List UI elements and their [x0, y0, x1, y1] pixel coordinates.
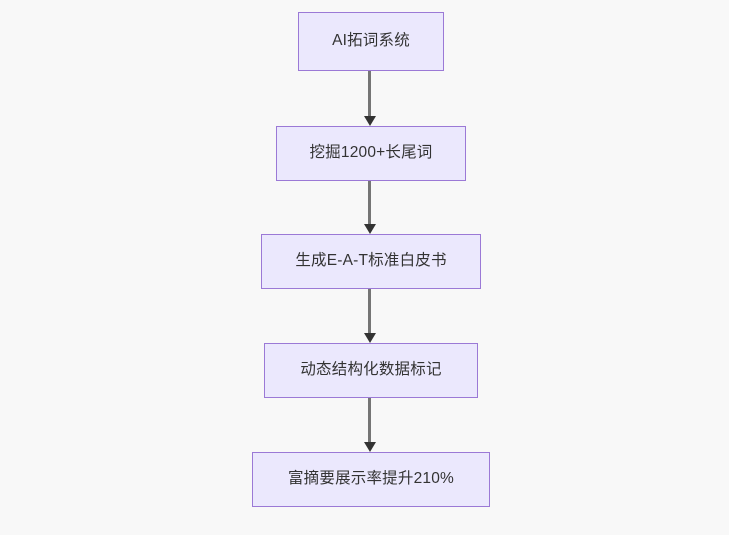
flow-edge-3-connector: [368, 289, 371, 334]
flow-node-label: 挖掘1200+长尾词: [309, 144, 433, 162]
flow-node-label: 富摘要展示率提升210%: [287, 470, 455, 488]
flow-node-rich-snippet-impression-lift[interactable]: 富摘要展示率提升210%: [252, 452, 490, 507]
flow-edge-2-connector: [368, 181, 371, 225]
arrow-down-icon: [364, 442, 376, 452]
flow-edge-4-connector: [368, 398, 371, 443]
arrow-down-icon: [364, 116, 376, 126]
flow-edge-1-connector: [368, 71, 371, 117]
flow-node-label: 生成E-A-T标准白皮书: [295, 252, 447, 270]
flow-node-ai-keyword-system[interactable]: AI拓词系统: [298, 12, 444, 71]
flow-node-dynamic-structured-data-markup[interactable]: 动态结构化数据标记: [264, 343, 478, 398]
flow-node-generate-eat-whitepaper[interactable]: 生成E-A-T标准白皮书: [261, 234, 481, 289]
flow-node-mine-longtail-keywords[interactable]: 挖掘1200+长尾词: [276, 126, 466, 181]
flow-node-label: 动态结构化数据标记: [300, 361, 442, 379]
arrow-down-icon: [364, 333, 376, 343]
arrow-down-icon: [364, 224, 376, 234]
flow-node-label: AI拓词系统: [332, 32, 410, 50]
